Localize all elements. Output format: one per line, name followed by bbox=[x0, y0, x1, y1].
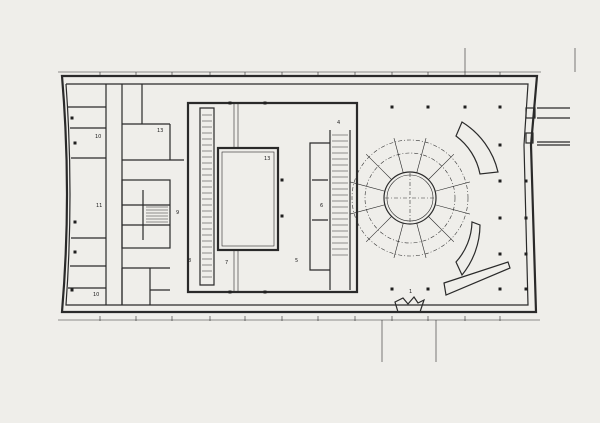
label-4: 4 bbox=[337, 120, 340, 126]
label-5: 5 bbox=[295, 258, 298, 264]
column bbox=[70, 116, 74, 120]
column bbox=[280, 214, 284, 218]
room-labels: 10 13 11 9 10 8 7 5 13 4 6 1 bbox=[93, 120, 412, 298]
column bbox=[524, 287, 528, 291]
label-13a: 13 bbox=[157, 128, 163, 134]
column bbox=[73, 220, 77, 224]
seating bbox=[443, 121, 511, 296]
column bbox=[524, 179, 528, 183]
column bbox=[524, 252, 528, 256]
rotunda-spoke bbox=[416, 223, 427, 258]
rotunda-spoke bbox=[435, 204, 470, 215]
column bbox=[498, 143, 502, 147]
column bbox=[463, 105, 467, 109]
label-10b: 10 bbox=[93, 292, 99, 298]
label-7: 7 bbox=[225, 260, 228, 266]
rotunda-spoke bbox=[350, 181, 385, 192]
rotunda-spoke bbox=[365, 153, 392, 180]
columns bbox=[70, 101, 528, 294]
column bbox=[498, 179, 502, 183]
entrance-door bbox=[394, 296, 426, 313]
column bbox=[426, 105, 430, 109]
label-6: 6 bbox=[320, 203, 323, 209]
left-wing bbox=[68, 84, 184, 305]
column bbox=[390, 105, 394, 109]
column bbox=[70, 288, 74, 292]
label-10a: 10 bbox=[95, 134, 101, 140]
column bbox=[73, 141, 77, 145]
rotunda-spoke bbox=[350, 204, 385, 215]
column bbox=[498, 287, 502, 291]
label-8: 8 bbox=[188, 258, 191, 264]
column bbox=[228, 101, 232, 105]
exterior-ticks bbox=[99, 72, 501, 321]
rotunda-spoke bbox=[428, 153, 455, 180]
label-1: 1 bbox=[409, 289, 412, 295]
column bbox=[390, 287, 394, 291]
rotunda-spoke bbox=[365, 216, 392, 243]
rotunda bbox=[350, 138, 470, 258]
column bbox=[73, 250, 77, 254]
rotunda-spoke bbox=[428, 216, 455, 243]
label-9: 9 bbox=[176, 210, 179, 216]
rotunda-spoke bbox=[393, 223, 404, 258]
column bbox=[426, 287, 430, 291]
central-hall bbox=[186, 101, 359, 294]
label-13b: 13 bbox=[264, 156, 270, 162]
column bbox=[228, 290, 232, 294]
rotunda-spoke bbox=[416, 138, 427, 173]
label-11: 11 bbox=[96, 203, 102, 209]
column bbox=[498, 252, 502, 256]
rotunda-spoke bbox=[435, 181, 470, 192]
column bbox=[498, 105, 502, 109]
rotunda-spoke bbox=[393, 138, 404, 173]
column bbox=[263, 101, 267, 105]
column bbox=[498, 216, 502, 220]
column bbox=[524, 216, 528, 220]
column bbox=[280, 178, 284, 182]
column bbox=[263, 290, 267, 294]
outer-walls bbox=[58, 48, 576, 362]
